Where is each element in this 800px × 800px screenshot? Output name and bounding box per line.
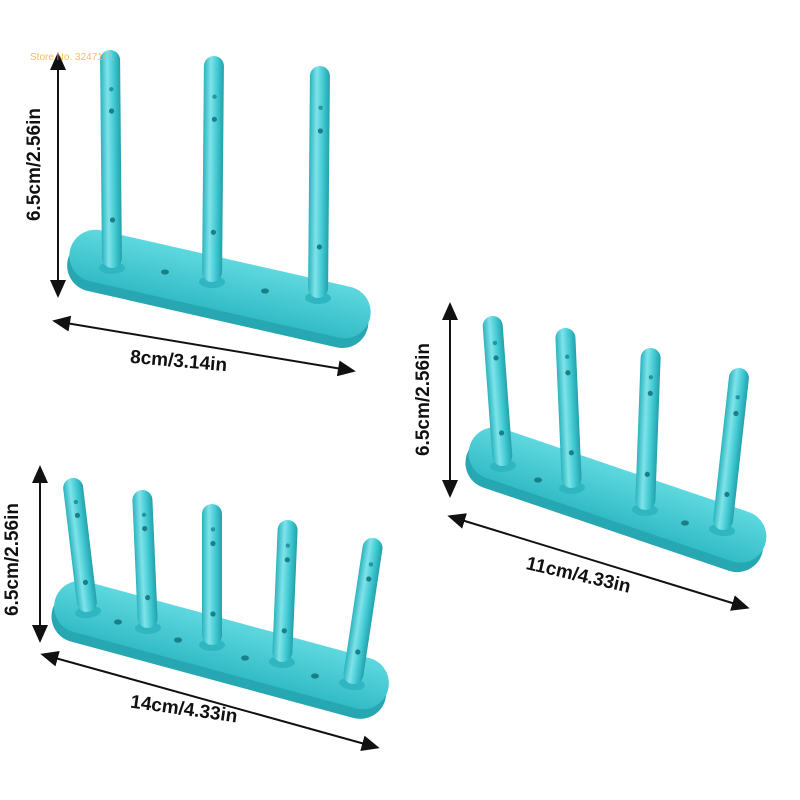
peg [199, 504, 225, 651]
base-hole [174, 637, 182, 643]
watermark-text: Store No. 3247101 [30, 52, 114, 63]
width-arrow-product-1 [52, 315, 356, 377]
base-hole [311, 673, 319, 679]
peg [99, 49, 125, 275]
height-label-product-3: 6.5cm/2.56in [2, 502, 24, 617]
base-hole [681, 520, 689, 526]
base-hole [534, 477, 542, 483]
peg [199, 55, 225, 289]
base-hole [114, 619, 122, 625]
peg [482, 315, 516, 473]
peg [632, 347, 661, 517]
peg [63, 477, 101, 619]
peg [132, 489, 161, 635]
width-arrow-product-3 [40, 650, 380, 752]
height-label-product-2: 6.5cm/2.56in [413, 342, 435, 457]
base-hole [241, 655, 249, 661]
peg-stand-2 [465, 315, 767, 573]
peg [555, 327, 585, 495]
peg-stand-1 [67, 49, 371, 349]
peg [305, 65, 331, 305]
base-hole [161, 269, 169, 275]
peg-stand-3 [51, 477, 389, 719]
width-arrow-product-2 [447, 513, 750, 611]
base-hole [261, 288, 269, 294]
height-label-product-1: 6.5cm/2.56in [24, 107, 46, 222]
